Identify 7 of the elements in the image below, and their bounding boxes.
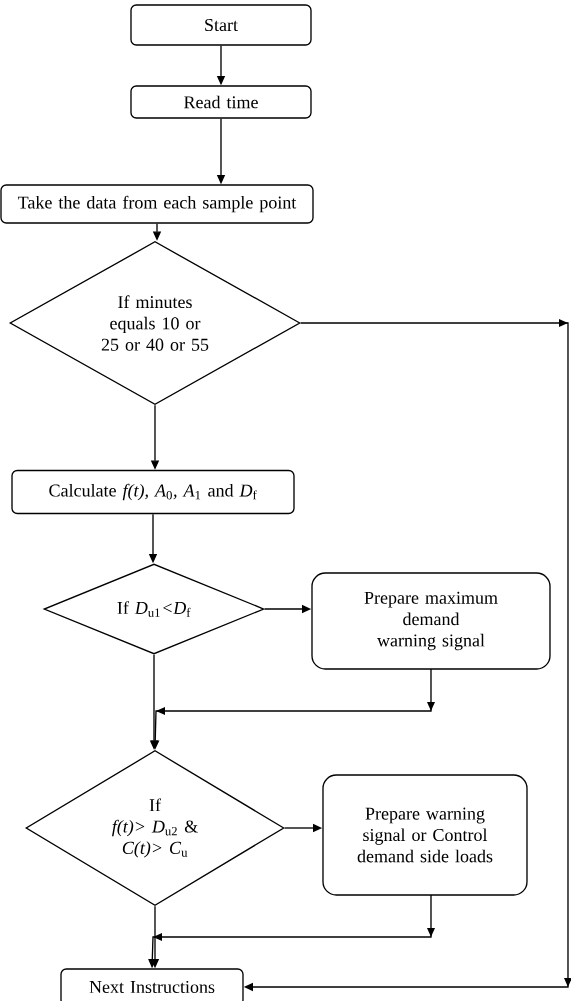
process-box: Take the data from each sample point bbox=[0, 184, 314, 224]
process-box: Calculate f(t), A$_{0}$, A$_{1}$ and D$_{f}$ bbox=[11, 469, 295, 515]
process-box: Read time bbox=[130, 85, 312, 119]
process-box: Prepare maximum demand warning signal bbox=[311, 572, 551, 670]
process-box: Prepare warning signal or Control demand side loads bbox=[322, 774, 528, 896]
process-box: Start bbox=[130, 4, 312, 46]
process-box: Next Instructions bbox=[60, 968, 244, 1001]
